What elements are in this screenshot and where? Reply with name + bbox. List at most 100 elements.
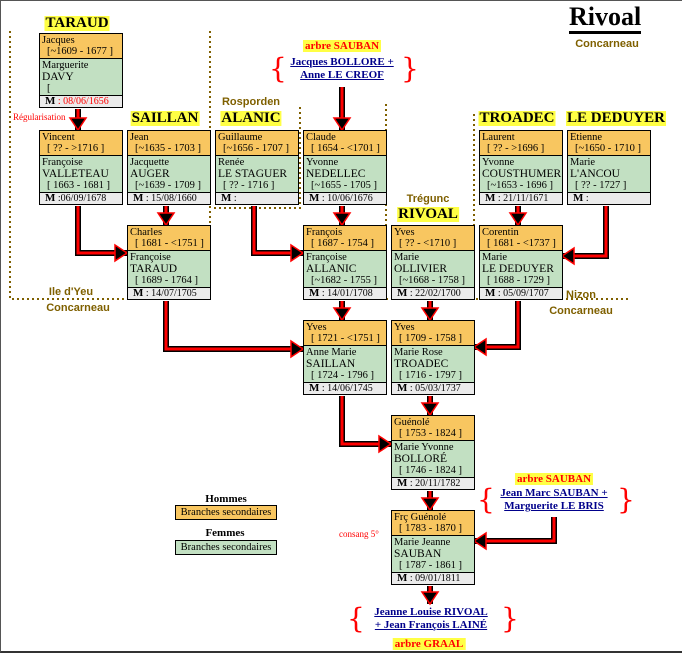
arbre-sauban-top[interactable]: arbre SAUBAN: [302, 40, 382, 52]
marriage-label: M: [45, 96, 56, 107]
wife-surname: DAVY: [42, 71, 74, 83]
wife-name: Yvonne: [482, 157, 515, 168]
marriage-row: M :06/09/1678: [40, 193, 122, 204]
descent-line: [474, 301, 520, 349]
arbre-graal[interactable]: arbre GRAAL: [392, 638, 466, 650]
wife-dates: [ 1724 - 1796 ]: [311, 370, 374, 381]
wife-name: Marie: [570, 157, 596, 168]
marriage-date: : 09/01/1811: [409, 573, 461, 584]
arrowhead-icon: [420, 307, 440, 322]
marriage-row: M : 15/08/1660: [128, 193, 210, 204]
arrowhead-icon: [420, 591, 440, 606]
brace-right-icon: }: [401, 52, 419, 85]
husband-section: Yves[ 1709 - 1758 ]: [392, 321, 474, 346]
marriage-label: M: [309, 193, 320, 204]
wife-surname: LE DEDUYER: [482, 263, 554, 275]
link-line1[interactable]: Jeanne Louise RIVOAL: [374, 606, 488, 618]
husband-name: Guillaume: [218, 132, 263, 143]
wife-name: Marie: [394, 252, 420, 263]
arrowhead-icon: [290, 339, 305, 359]
marriage-row: M : 14/06/1745: [304, 383, 386, 394]
link-bollore-creof[interactable]: Jacques BOLLORE + Anne LE CREOF: [290, 56, 393, 82]
husband-section: Yves[ 1721 - <1751 ]: [304, 321, 386, 346]
marriage-date: : 14/06/1745: [321, 383, 373, 394]
family-alanic: ALANIC: [220, 110, 282, 126]
arbre-sauban-right[interactable]: arbre SAUBAN: [514, 473, 594, 485]
marriage-date: : 20/11/1782: [409, 478, 461, 489]
arrowhead-icon: [332, 117, 352, 132]
marriage-date: : 05/09/1707: [497, 288, 549, 299]
wife-name: Françoise: [42, 157, 83, 168]
descent-line: [75, 206, 127, 256]
brace-right-icon: }: [617, 483, 635, 516]
wife-surname: SAUBAN: [394, 548, 442, 560]
arrowhead-icon: [420, 497, 440, 512]
link-line2[interactable]: Anne LE CREOF: [300, 69, 384, 81]
husband-dates: [ ?? - <1710 ]: [399, 238, 457, 249]
wife-dates: [~1668 - 1758 ]: [399, 275, 466, 286]
link-line2[interactable]: + Jean François LAINÉ: [374, 619, 488, 631]
husband-dates: [ 1709 - 1758 ]: [399, 333, 462, 344]
marriage-row: M : 09/01/1811: [392, 573, 474, 584]
husband-section: Laurent[ ?? - >1696 ]: [480, 131, 562, 156]
marriage-label: M: [133, 288, 144, 299]
link-rivoal-laine[interactable]: Jeanne Louise RIVOAL + Jean François LAI…: [374, 606, 487, 632]
wife-dates: [ 1746 - 1824 ]: [399, 465, 462, 476]
link-line1[interactable]: Jean Marc SAUBAN +: [500, 487, 608, 499]
link-sauban-lebris[interactable]: Jean Marc SAUBAN + Marguerite LE BRIS: [500, 487, 607, 513]
marriage-row: M : 21/11/1671: [480, 193, 562, 204]
marriage-row: M : 14/01/1708: [304, 288, 386, 299]
descent-line: [474, 301, 521, 350]
wife-surname: L'ANCOU: [570, 168, 620, 180]
wife-dates: [~1655 - 1705 ]: [311, 180, 378, 191]
husband-dates: [~1650 - 1710 ]: [575, 143, 642, 154]
marriage-row: M : 22/02/1700: [392, 288, 474, 299]
wife-dates: [~1653 - 1696 ]: [487, 180, 554, 191]
descent-line: [562, 206, 608, 258]
legend-men-title: Hommes: [205, 493, 247, 505]
wife-surname: LE STAGUER: [218, 168, 288, 180]
family-troadec: TROADEC: [478, 110, 556, 126]
marriage-date: : 21/11/1671: [497, 193, 549, 204]
wife-name: Yvonne: [306, 157, 339, 168]
wife-surname: OLLIVIER: [394, 263, 448, 275]
place-nizon: Nizon: [566, 289, 596, 301]
brace-left-icon: {: [477, 483, 495, 516]
marriage-row: M : 10/06/1676: [304, 193, 386, 204]
wife-surname: BOLLORÉ: [394, 453, 448, 465]
arrowhead-icon: [508, 212, 528, 227]
marriage-label: M: [397, 288, 408, 299]
husband-dates: [~1609 - 1677 ]: [47, 46, 114, 57]
family-saillan: SAILLAN: [130, 110, 200, 126]
wife-dates: [: [47, 83, 51, 94]
link-line1[interactable]: Jacques BOLLORE +: [290, 56, 394, 68]
link-line2[interactable]: Marguerite LE BRIS: [504, 500, 604, 512]
wife-name: Marie: [482, 252, 508, 263]
marriage-date: :06/09/1678: [57, 193, 107, 204]
husband-name: Yves: [306, 322, 327, 333]
husband-dates: [ 1783 - 1870 ]: [399, 523, 462, 534]
